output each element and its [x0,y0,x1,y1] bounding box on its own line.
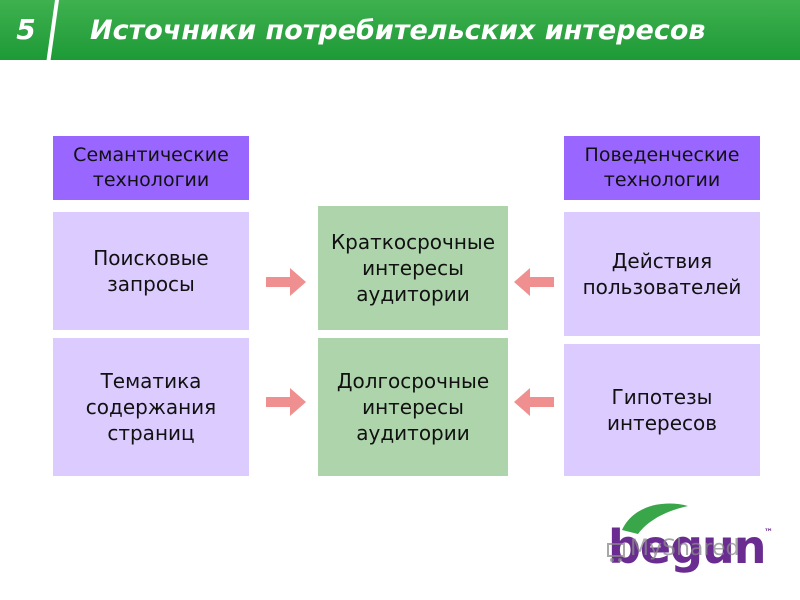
begun-logo: begun ™ [600,500,790,590]
box-search-queries: Поисковые запросы [53,212,249,330]
watermark: MyShared [630,536,740,561]
slide-header: 5 Источники потребительских интересов [0,0,800,60]
arrow-right-icon [266,268,306,296]
box-page-topics: Тематика содержания страниц [53,338,249,476]
box-long-term-interests: Долгосрочные интересы аудитории [318,338,508,476]
leaf-icon [622,503,688,534]
box-interest-hypotheses: Гипотезы интересов [564,344,760,476]
category-semantic: Семантические технологии [53,136,249,200]
arrow-left-icon [514,268,554,296]
arrow-right-icon [266,388,306,416]
logo-text: begun [608,520,767,574]
cart-icon [607,543,625,562]
box-user-actions: Действия пользователей [564,212,760,336]
arrow-left-icon [514,388,554,416]
slide-number: 5 [16,13,36,46]
box-short-term-interests: Краткосрочные интересы аудитории [318,206,508,330]
logo-trademark: ™ [764,528,773,538]
category-behavioral: Поведенческие технологии [564,136,760,200]
slide-title: Источники потребительских интересов [90,15,706,46]
